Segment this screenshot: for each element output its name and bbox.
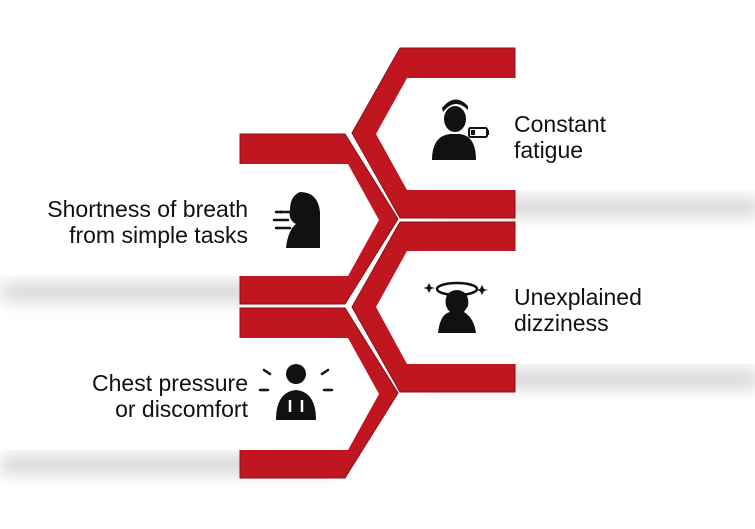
symptom-line-1: Shortness of breath <box>47 196 248 222</box>
symptom-line-2: fatigue <box>514 137 584 163</box>
card-breath <box>0 164 379 276</box>
symptom-line-2: or discomfort <box>115 396 248 422</box>
card-fatigue <box>376 78 755 190</box>
card-dizziness <box>376 251 755 364</box>
cards <box>0 78 755 450</box>
symptom-line-2: dizziness <box>514 310 609 336</box>
symptom-line-2: from simple tasks <box>69 222 248 248</box>
chest-pain-person-icon <box>258 364 334 420</box>
symptom-line-1: Constant <box>514 111 607 137</box>
symptom-label-chest: Chest pressure or discomfort <box>92 370 248 422</box>
dizzy-person-icon <box>423 281 488 333</box>
person-coughing-breath-icon <box>272 192 320 248</box>
symptom-label-fatigue: Constant fatigue <box>514 111 606 163</box>
card-chest <box>0 338 379 450</box>
tired-person-low-battery-icon <box>432 99 489 160</box>
symptom-line-1: Chest pressure <box>92 370 248 396</box>
symptom-line-1: Unexplained <box>514 284 642 310</box>
symptom-label-dizziness: Unexplained dizziness <box>514 284 642 336</box>
symptom-label-breath: Shortness of breath from simple tasks <box>47 196 248 248</box>
